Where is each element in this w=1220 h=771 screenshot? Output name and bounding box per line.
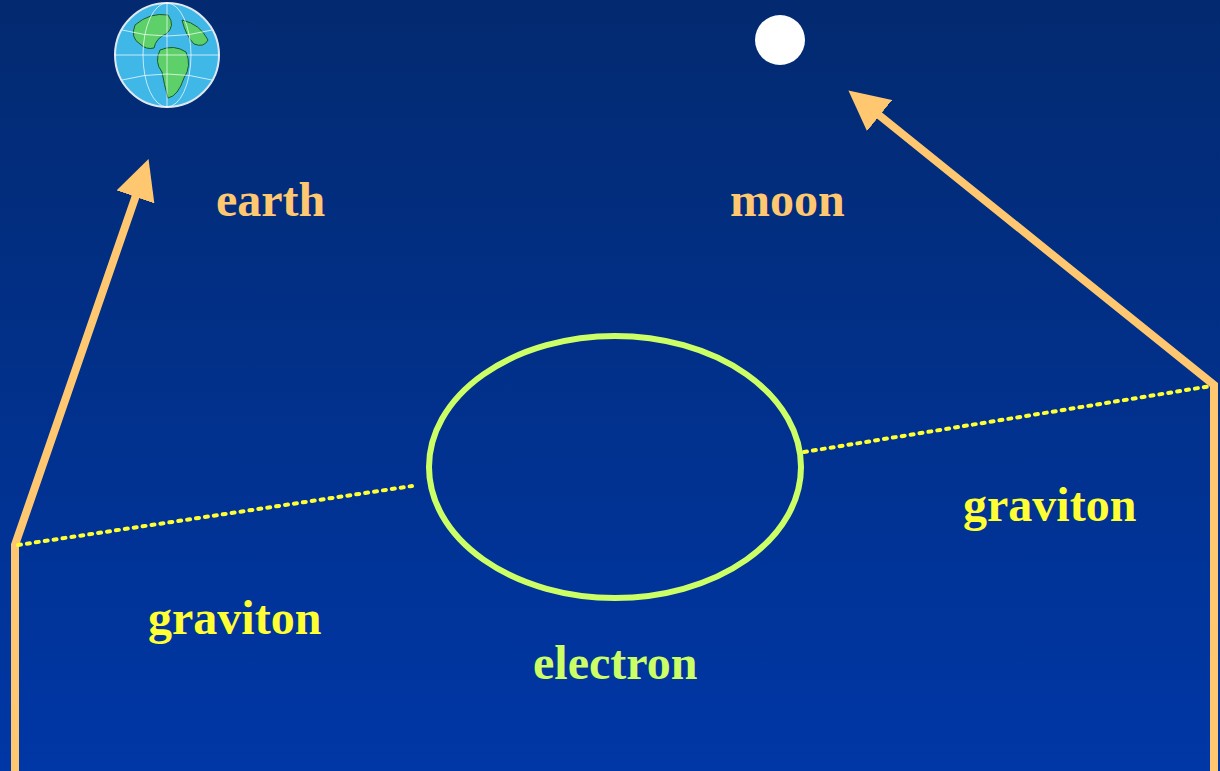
graviton-label: graviton (148, 590, 321, 645)
electron-loop: electron (410, 325, 820, 700)
earth-arrow (15, 178, 142, 771)
node-label: electron (533, 635, 697, 690)
graviton-label: graviton (963, 477, 1136, 532)
moon-node: moon (687, 0, 887, 235)
graviton-line (18, 486, 412, 545)
earth-node: earth (110, 0, 370, 235)
node-label: earth (216, 172, 325, 227)
graviton-line (804, 386, 1211, 452)
node-label: moon (730, 172, 845, 227)
moon-arrow (864, 103, 1214, 771)
